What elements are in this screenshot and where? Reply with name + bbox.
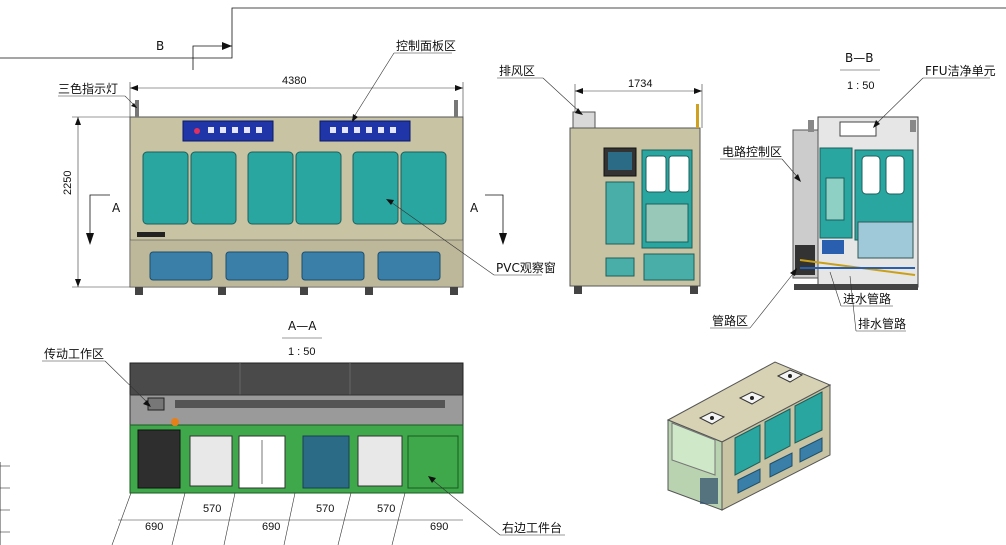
aa-dim-1: 690 (145, 521, 163, 533)
section-aa-scale: 1 : 50 (288, 346, 316, 358)
section-bb-scale: 1 : 50 (847, 80, 875, 92)
aa-dim-5: 570 (377, 503, 395, 515)
front-width-dim: 4380 (282, 75, 306, 87)
section-bb-title: B—B (845, 51, 873, 65)
section-b-letter: B (156, 39, 164, 53)
section-bb: B—B 1 : 50 FFU洁净单元 电路控制区 管路区 进水管路 (710, 51, 996, 332)
front-view: 4380 2250 A A (58, 39, 556, 295)
label-ffu: FFU洁净单元 (925, 64, 996, 78)
label-circuit: 电路控制区 (722, 144, 782, 159)
aa-dim-3: 690 (262, 521, 280, 533)
label-right-bench: 右边工件台 (502, 520, 562, 535)
label-drain: 排水管路 (858, 316, 906, 331)
aa-dim-2: 570 (203, 503, 221, 515)
label-pipe-zone: 管路区 (712, 313, 748, 328)
section-aa: A—A 1 : 50 690 570 690 570 570 690 (42, 319, 565, 545)
label-exhaust: 排风区 (499, 64, 535, 78)
label-control-panel: 控制面板区 (396, 39, 456, 53)
section-a-left: A (112, 201, 121, 215)
isometric-view (666, 361, 832, 511)
side-width-dim: 1734 (628, 78, 652, 90)
drawing-border (0, 7, 1006, 545)
aa-dim-4: 570 (316, 503, 334, 515)
section-a-right: A (470, 201, 479, 215)
front-height-dim: 2250 (62, 171, 74, 195)
side-view: 1734 排风区 (497, 64, 703, 294)
section-mark-b: B (156, 39, 232, 70)
label-pvc-window: PVC观察窗 (496, 261, 556, 275)
label-signal-light: 三色指示灯 (58, 81, 118, 96)
label-inlet: 进水管路 (843, 291, 891, 306)
section-aa-title: A—A (288, 319, 317, 333)
label-drive: 传动工作区 (44, 346, 104, 361)
aa-dim-6: 690 (430, 521, 448, 533)
